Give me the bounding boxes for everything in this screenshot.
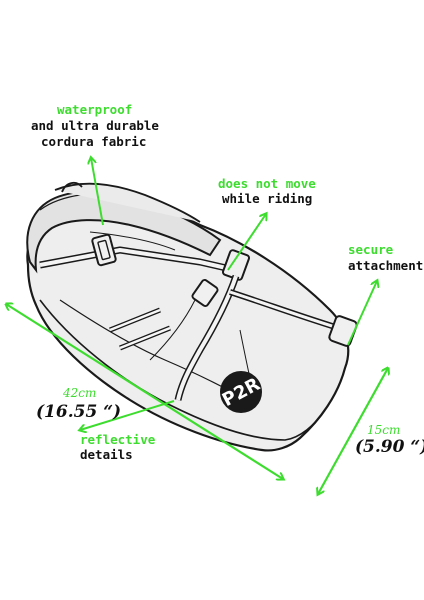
height-imperial: (5.90 “) — [355, 437, 424, 457]
arrow-attachment — [347, 281, 377, 346]
length-metric: 42cm — [63, 386, 97, 400]
arrow-waterproof — [91, 158, 104, 226]
buckle-lower — [191, 279, 219, 307]
waterproof-highlight: waterproof — [57, 102, 133, 117]
reflective-line1: details — [80, 447, 133, 462]
attachment-line1: attachment — [348, 258, 424, 273]
stability-highlight: does not move — [218, 176, 316, 191]
bag-roll-top — [26, 190, 222, 274]
stability-line1: while riding — [222, 191, 313, 206]
dimension-length-arrow — [6, 304, 283, 479]
dimension-height-arrow — [318, 368, 388, 494]
arrow-stability — [227, 214, 266, 271]
reflective-highlight: reflective — [80, 432, 156, 447]
top-loop — [61, 181, 83, 193]
waterproof-line1: and ultra durable — [31, 118, 159, 133]
waterproof-line2: cordura fabric — [41, 134, 147, 149]
length-imperial: (16.55 “) — [36, 402, 122, 422]
height-metric: 15cm — [367, 423, 401, 437]
attachment-highlight: secure — [348, 242, 394, 257]
